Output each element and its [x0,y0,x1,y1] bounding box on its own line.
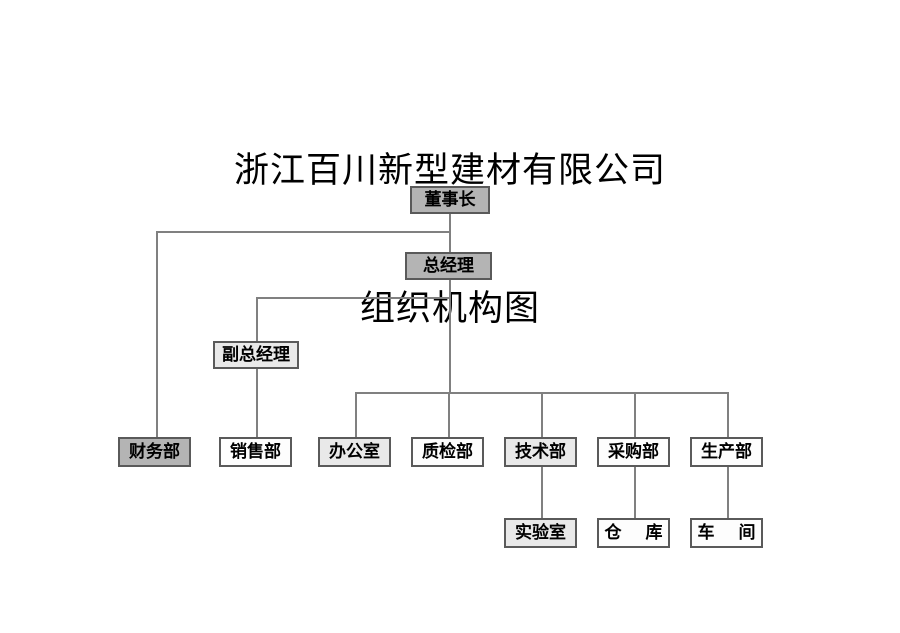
node-purchasing-department[interactable]: 采购部 [597,437,670,467]
node-technology-department-label: 技术部 [515,441,566,462]
connector-chairman-stem [449,214,451,233]
node-production-department[interactable]: 生产部 [690,437,763,467]
node-office-label: 办公室 [329,441,380,462]
connector-purchasing-to-warehouse [634,467,636,518]
connector-general-manager-to-deputy [256,297,258,341]
node-purchasing-department-label: 采购部 [608,441,659,462]
connector-bus-to-quality [448,392,450,437]
node-deputy-manager-label: 副总经理 [222,344,290,365]
node-quality-department[interactable]: 质检部 [411,437,484,467]
connector-chairman-bus [156,231,450,233]
connector-technology-to-laboratory [541,467,543,518]
connector-general-manager-stem [449,280,451,297]
connector-chairman-to-general-manager [449,231,451,252]
connector-bus-to-technology [541,392,543,437]
node-quality-department-label: 质检部 [422,441,473,462]
node-workshop-label: 车 间 [697,522,765,543]
connector-bus-to-purchasing [634,392,636,437]
connector-general-manager-spine [449,297,451,392]
node-sales-department[interactable]: 销售部 [219,437,292,467]
node-chairman[interactable]: 董事长 [410,186,490,214]
connector-deputy-to-sales [256,369,258,437]
node-finance-department[interactable]: 财务部 [118,437,191,467]
node-chairman-label: 董事长 [424,189,476,210]
node-deputy-manager[interactable]: 副总经理 [213,341,299,369]
node-warehouse[interactable]: 仓 库 [597,518,670,548]
connector-general-manager-bus [256,297,450,299]
node-general-manager-label: 总经理 [423,255,474,276]
connector-production-to-workshop [727,467,729,518]
page-title-line-1: 浙江百川新型建材有限公司 [233,151,666,191]
node-office[interactable]: 办公室 [318,437,391,467]
node-general-manager[interactable]: 总经理 [405,252,492,280]
node-laboratory[interactable]: 实验室 [504,518,577,548]
node-laboratory-label: 实验室 [515,522,566,543]
connector-bus-to-office [355,392,357,437]
node-sales-department-label: 销售部 [230,441,281,462]
node-technology-department[interactable]: 技术部 [504,437,577,467]
connector-chairman-to-finance [156,231,158,437]
node-production-department-label: 生产部 [701,441,752,462]
node-finance-department-label: 财务部 [129,441,180,462]
connector-bus-to-production [727,392,729,437]
node-warehouse-label: 仓 库 [604,522,672,543]
node-workshop[interactable]: 车 间 [690,518,763,548]
